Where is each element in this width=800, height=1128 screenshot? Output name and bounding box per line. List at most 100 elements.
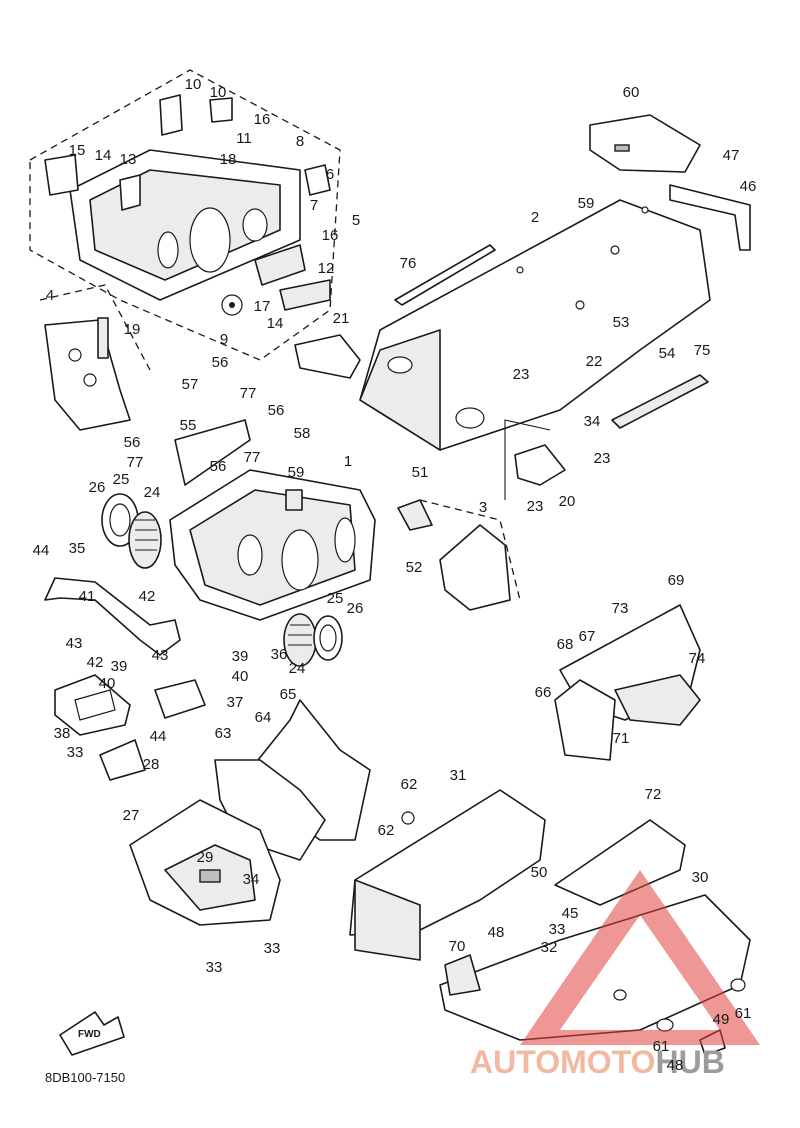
- callout-c77c: 77: [127, 454, 144, 471]
- callout-c46: 46: [740, 178, 757, 195]
- callout-c25b: 25: [327, 590, 344, 607]
- callout-c17: 17: [254, 298, 271, 315]
- bar-35: [44, 577, 181, 656]
- callout-c64: 64: [255, 709, 272, 726]
- skid-plate-2: [359, 199, 711, 451]
- watermark-logo-icon: [520, 870, 760, 1045]
- callout-c74: 74: [689, 650, 706, 667]
- bracket-20: [514, 444, 566, 486]
- callout-c33c: 33: [206, 959, 223, 976]
- cover-30-grommet-c: [613, 989, 627, 1001]
- callout-c62b: 62: [378, 822, 395, 839]
- fwd-label: FWD: [78, 1029, 101, 1040]
- callout-c43b: 43: [152, 647, 169, 664]
- callout-c51: 51: [412, 464, 429, 481]
- callout-c45: 45: [562, 905, 579, 922]
- callout-c11: 11: [236, 130, 252, 147]
- callout-c21: 21: [333, 310, 350, 327]
- callout-c77a: 77: [240, 385, 257, 402]
- callout-c72: 72: [645, 786, 662, 803]
- callout-c12: 12: [318, 260, 335, 277]
- callout-c60: 60: [623, 84, 640, 101]
- callout-c28: 28: [143, 756, 160, 773]
- callout-c16a: 16: [254, 111, 271, 128]
- panel-60: [589, 114, 701, 173]
- cover-70: [444, 954, 481, 996]
- callout-c33d: 33: [549, 921, 566, 938]
- callout-c44a: 44: [33, 542, 50, 559]
- callout-c56c: 56: [124, 434, 141, 451]
- callout-c31: 31: [450, 767, 467, 784]
- bracket-21: [294, 334, 361, 379]
- callout-c24b: 24: [289, 660, 306, 677]
- bracket-37: [154, 679, 206, 719]
- callout-c53: 53: [613, 314, 630, 331]
- group-3-boundary: [419, 499, 521, 601]
- callout-c38: 38: [54, 725, 71, 742]
- callout-c48b: 48: [667, 1057, 684, 1074]
- callout-c16b: 16: [322, 227, 339, 244]
- callout-c75: 75: [694, 342, 711, 359]
- callout-c39a: 39: [111, 658, 128, 675]
- callout-c77b: 77: [244, 449, 261, 466]
- callout-c6: 6: [326, 166, 334, 183]
- callout-c59b: 59: [288, 464, 305, 481]
- callout-c10a: 10: [185, 76, 202, 93]
- bracket-4: [44, 317, 131, 431]
- callout-c54: 54: [659, 345, 676, 362]
- callout-c66: 66: [535, 684, 552, 701]
- callout-c23b: 23: [594, 450, 611, 467]
- callout-c50: 50: [531, 864, 548, 881]
- callout-c32: 32: [541, 939, 558, 956]
- callout-c23a: 23: [513, 366, 530, 383]
- cover-74: [614, 674, 701, 726]
- callout-c47: 47: [723, 147, 740, 164]
- strip-75: [611, 374, 709, 429]
- callout-c29: 29: [197, 849, 214, 866]
- callout-c27: 27: [123, 807, 140, 824]
- callout-c63: 63: [215, 725, 232, 742]
- callout-c55: 55: [180, 417, 197, 434]
- callout-c34b: 34: [243, 871, 260, 888]
- callout-c36: 36: [271, 646, 288, 663]
- callout-c24a: 24: [144, 484, 161, 501]
- callout-c1: 1: [344, 453, 352, 470]
- callout-c71: 71: [613, 730, 630, 747]
- callout-c42b: 42: [87, 654, 104, 671]
- callout-c23c: 23: [527, 498, 544, 515]
- callout-c33a: 33: [67, 744, 84, 761]
- callout-c43a: 43: [66, 635, 83, 652]
- cover-27-panel: [199, 869, 221, 883]
- callout-c10b: 10: [210, 84, 227, 101]
- callout-c25a: 25: [113, 471, 130, 488]
- callout-c5: 5: [352, 212, 360, 229]
- bracket-51: [397, 499, 433, 531]
- callout-c26b: 26: [347, 600, 364, 617]
- callout-c14a: 14: [95, 147, 112, 164]
- callout-c58: 58: [294, 425, 311, 442]
- callout-c73: 73: [612, 600, 629, 617]
- callout-c48a: 48: [488, 924, 505, 941]
- callout-c20: 20: [559, 493, 576, 510]
- callout-c56d: 56: [210, 458, 227, 475]
- callout-c14b: 14: [267, 315, 284, 332]
- callout-c40a: 40: [99, 675, 116, 692]
- bracket-3: [439, 524, 511, 611]
- callout-c19: 19: [124, 321, 141, 338]
- main-frame-1: [169, 419, 376, 621]
- callout-c57: 57: [182, 376, 199, 393]
- svg-text:AUTOMOTOHUB: AUTOMOTOHUB: [470, 1044, 725, 1080]
- bracket-20-guide: [504, 419, 551, 500]
- diagram-code: 8DB100-7150: [45, 1070, 125, 1085]
- callout-c8: 8: [296, 133, 304, 150]
- skid-plate-31-hole: [401, 811, 415, 825]
- rail-46: [669, 184, 751, 251]
- callout-c67: 67: [579, 628, 596, 645]
- callout-c49: 49: [713, 1011, 730, 1028]
- callout-c42a: 42: [139, 588, 156, 605]
- cover-66: [554, 679, 616, 761]
- callout-c52: 52: [406, 559, 423, 576]
- callout-c2: 2: [531, 209, 539, 226]
- group-4-boundary: [39, 284, 151, 371]
